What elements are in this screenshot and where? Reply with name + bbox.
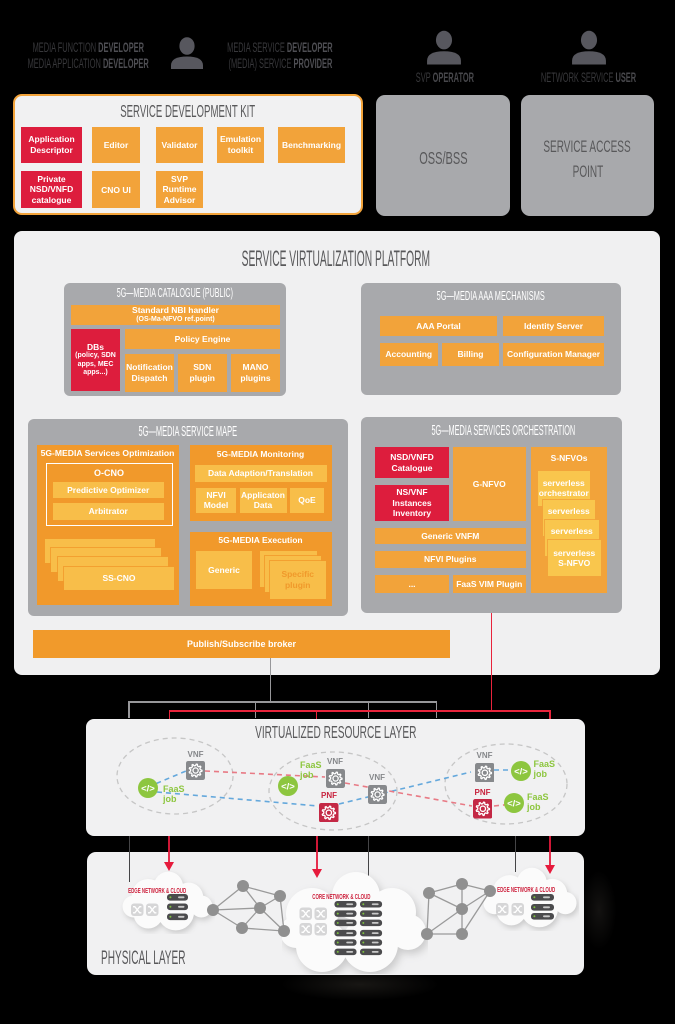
svg-text:</>: </> (507, 798, 521, 809)
svg-text:</>: </> (514, 766, 528, 777)
svg-text:</>: </> (281, 781, 295, 792)
svg-text:</>: </> (141, 783, 155, 794)
